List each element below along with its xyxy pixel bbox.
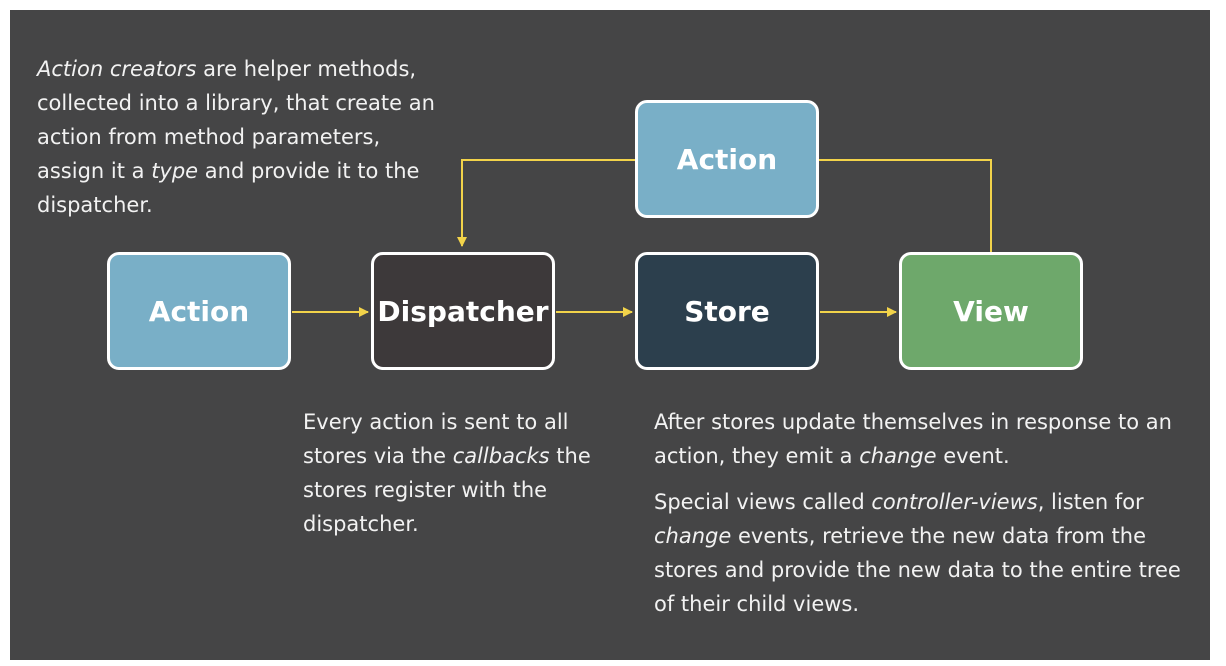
arrow-view-to-action — [818, 159, 992, 252]
flux-diagram: Action Dispatcher Store View Action Acti… — [10, 10, 1210, 660]
store-node-label: Store — [684, 294, 770, 328]
action-node-top: Action — [635, 100, 819, 218]
store-node: Store — [635, 252, 819, 370]
action-node-left-label: Action — [148, 294, 250, 328]
controller-views-term: controller-views — [871, 490, 1038, 514]
dispatcher-note: Every action is sent to all stores via t… — [303, 410, 591, 536]
store-view-notes: After stores update themselves in respon… — [654, 405, 1184, 621]
action-creators-note: Action creators are helper methods, coll… — [37, 57, 435, 217]
action-creators-term: Action creators — [37, 57, 197, 81]
action-node-left: Action — [107, 252, 291, 370]
dispatcher-node: Dispatcher — [371, 252, 555, 370]
view-node: View — [899, 252, 1083, 370]
callbacks-term: callbacks — [452, 444, 550, 468]
store-note: After stores update themselves in respon… — [654, 410, 1172, 468]
flow-arrows — [292, 159, 992, 317]
view-note: Special views called controller-views, l… — [654, 490, 1181, 616]
arrow-action-to-dispatcher-top — [457, 159, 637, 247]
type-term: type — [151, 159, 199, 183]
change-term-2: change — [654, 524, 732, 548]
dispatcher-node-label: Dispatcher — [377, 294, 549, 328]
action-node-top-label: Action — [676, 142, 778, 176]
view-node-label: View — [953, 294, 1029, 328]
change-term: change — [859, 444, 937, 468]
